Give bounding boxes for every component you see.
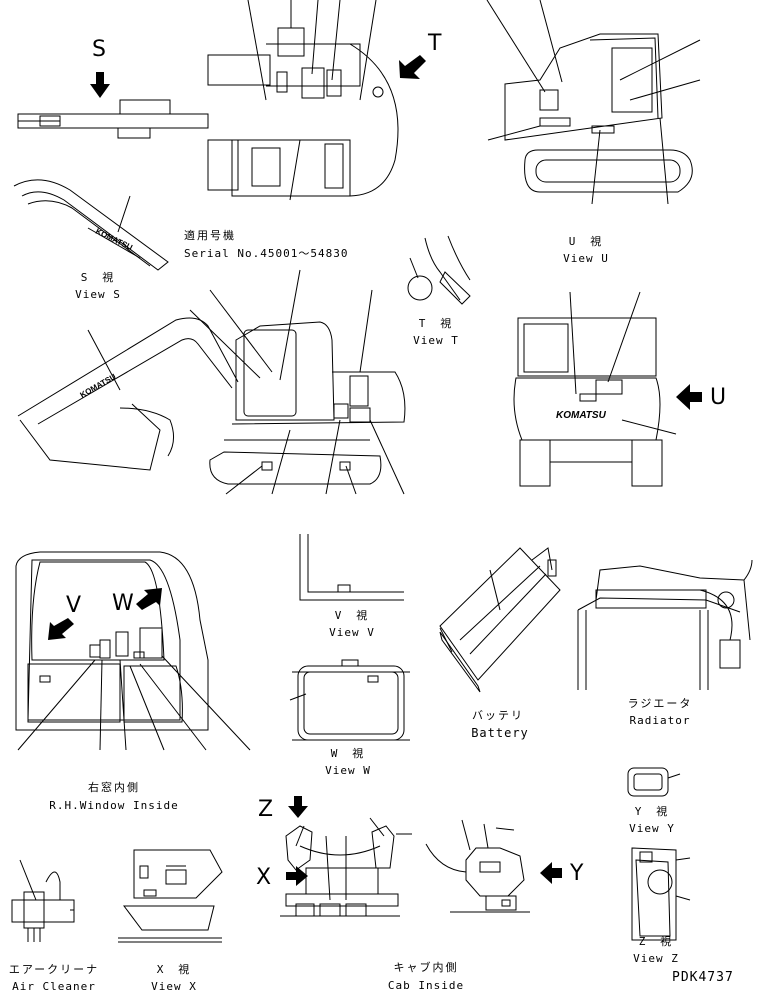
view-t-letter: T bbox=[428, 31, 442, 56]
view-t-detail bbox=[407, 235, 471, 305]
view-u-label-jp: U 視 bbox=[568, 235, 604, 248]
view-y-label-jp: Y 視 bbox=[634, 805, 670, 818]
serial-label-en: Serial No.45001～54830 bbox=[184, 247, 349, 260]
view-w-arrow bbox=[136, 588, 162, 610]
air-cleaner-label-en: Air Cleaner bbox=[12, 980, 96, 993]
view-y-detail bbox=[627, 767, 669, 797]
view-z-label-en: View Z bbox=[633, 952, 679, 965]
radiator-label-en: Radiator bbox=[629, 714, 691, 727]
view-u-label-en: View U bbox=[563, 252, 609, 265]
cab-inside-label-jp: キャブ内側 bbox=[393, 961, 459, 974]
battery-label-jp: バッテリ bbox=[472, 709, 524, 722]
view-y-arrow bbox=[540, 862, 562, 884]
cab-inside-front-view bbox=[280, 817, 412, 917]
rear-brand-mark: KOMATSU bbox=[556, 410, 607, 421]
view-z-label-jp: Z 視 bbox=[638, 935, 674, 948]
radiator-label-jp: ラジエータ bbox=[627, 697, 693, 710]
view-w-label-jp: W 視 bbox=[330, 747, 366, 760]
air-cleaner-label-jp: エアークリーナ bbox=[8, 963, 100, 976]
view-w-detail bbox=[289, 659, 410, 741]
machine-rear-right-view bbox=[486, 0, 701, 205]
view-x-label-en: View X bbox=[151, 980, 197, 993]
window-label-jp: 右窓内側 bbox=[88, 781, 140, 794]
air-cleaner-view bbox=[11, 859, 75, 942]
drawing-code: PDK4737 bbox=[672, 970, 734, 985]
view-x-label-jp: X 視 bbox=[156, 963, 192, 976]
machine-top-view bbox=[17, 0, 399, 201]
radiator-view bbox=[577, 559, 753, 690]
serial-label-jp: 適用号機 bbox=[184, 229, 236, 242]
view-u-letter: U bbox=[710, 385, 727, 410]
view-y-label-en: View Y bbox=[629, 822, 675, 835]
view-s-arrow bbox=[90, 72, 110, 98]
view-t-label-jp: T 視 bbox=[418, 317, 454, 330]
view-z-arrow bbox=[288, 796, 308, 818]
view-v-label-jp: V 視 bbox=[334, 609, 370, 622]
machine-rear-view bbox=[513, 291, 677, 487]
battery-view bbox=[439, 547, 561, 693]
view-z-letter: Z bbox=[258, 797, 274, 822]
cab-inside-label-en: Cab Inside bbox=[387, 979, 465, 992]
view-x-letter: X bbox=[256, 865, 272, 890]
view-w-letter: W bbox=[112, 591, 134, 616]
boom-brand-mark: KOMATSU bbox=[94, 227, 134, 253]
view-t-label-en: View T bbox=[413, 334, 459, 347]
view-v-label-en: View V bbox=[329, 626, 375, 639]
view-u-arrow bbox=[676, 384, 702, 410]
view-y-letter: Y bbox=[570, 861, 584, 886]
view-v-arrow bbox=[48, 618, 74, 640]
machine-side-view bbox=[17, 269, 406, 495]
view-x-arrow bbox=[286, 866, 308, 886]
window-label-en: R.H.Window Inside bbox=[49, 799, 179, 812]
battery-label-en: Battery bbox=[471, 726, 529, 740]
view-x-detail bbox=[118, 849, 223, 943]
view-s-boom bbox=[13, 179, 169, 271]
view-z-detail bbox=[631, 847, 691, 941]
view-v-detail bbox=[299, 534, 404, 601]
view-t-arrow bbox=[399, 55, 426, 79]
window-inside-view bbox=[15, 551, 251, 751]
view-s-label-en: View S bbox=[75, 288, 121, 301]
view-s-letter: S bbox=[92, 37, 106, 62]
view-w-label-en: View W bbox=[325, 764, 371, 777]
view-v-letter: V bbox=[66, 593, 82, 618]
view-s-label-jp: S 視 bbox=[80, 271, 116, 284]
cab-inside-side-view bbox=[425, 819, 530, 913]
